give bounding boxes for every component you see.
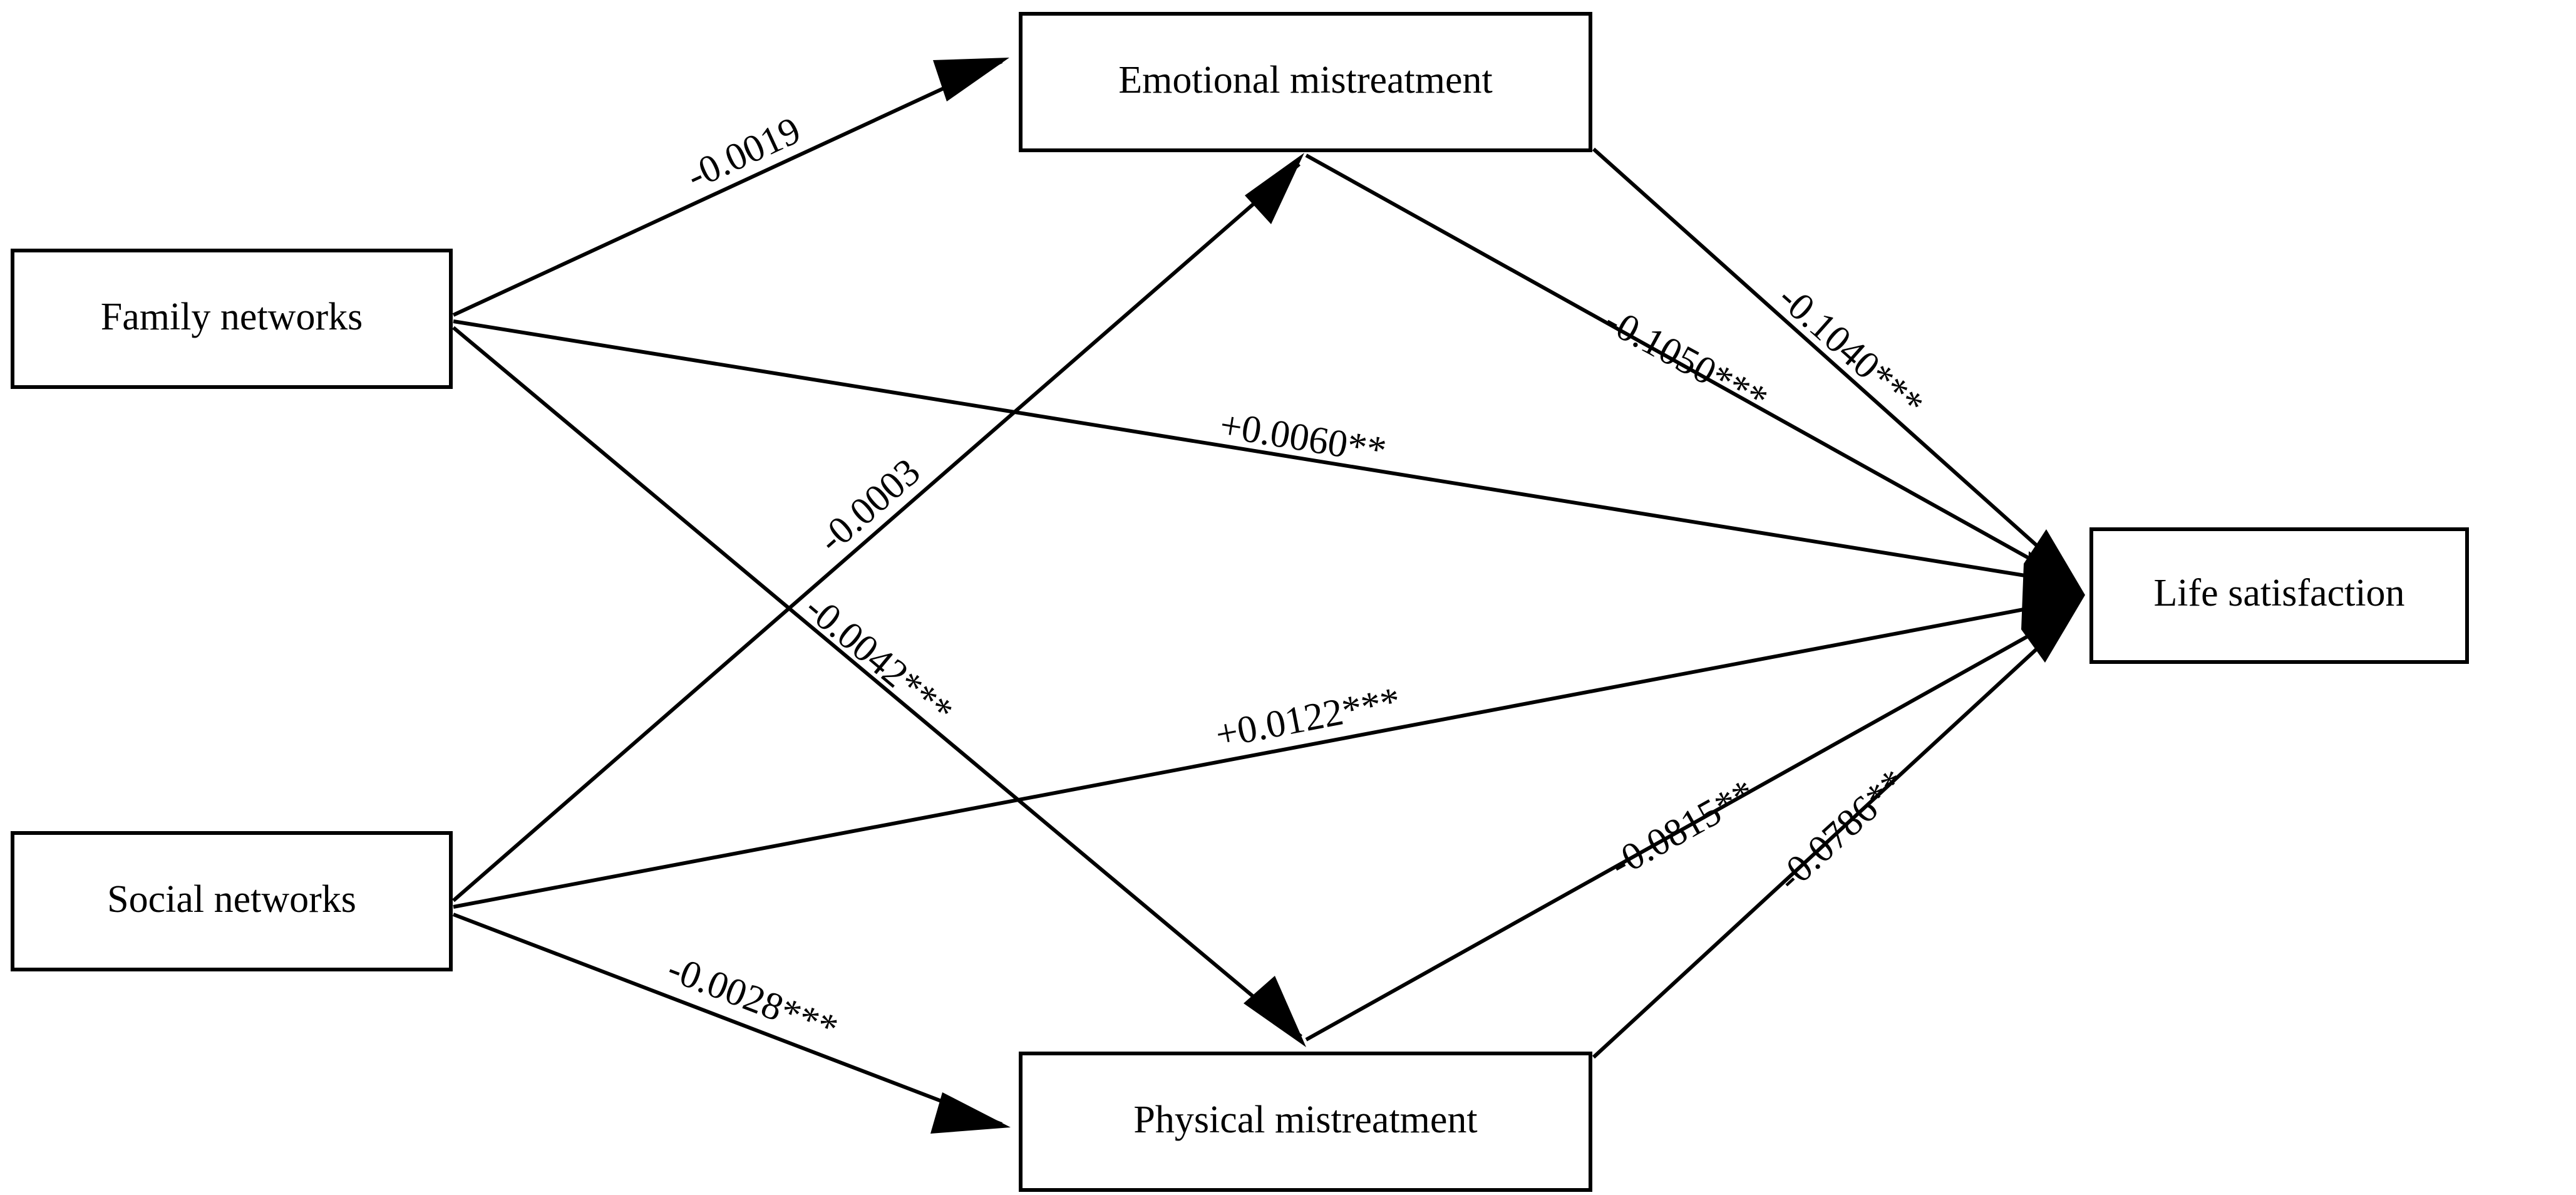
edge-label-emo-to-life: -0.1040*** (1770, 276, 1932, 427)
life-satisfaction-arrowhead-cluster (2021, 529, 2085, 663)
edge-line (1592, 147, 2063, 569)
edge-label-emopath-to-life: -0.1050*** (1598, 299, 1775, 422)
edge-label-fam-to-life: +0.0060** (1217, 403, 1389, 472)
edge-soc-to-life[interactable] (453, 601, 2061, 909)
node-layer: Family networks Social networks Emotiona… (11, 12, 2469, 1192)
edge-line (452, 162, 1301, 903)
arrowhead-icon (1245, 153, 1304, 224)
edge-fam-to-emo[interactable] (452, 58, 1009, 317)
node-box (2089, 527, 2469, 664)
node-physical-mistreatment[interactable]: Physical mistreatment (1019, 1052, 1592, 1192)
edge-fam-to-life[interactable] (453, 319, 2061, 583)
edge-line (1305, 616, 2063, 1042)
node-label: Physical mistreatment (1133, 1099, 1477, 1141)
node-family-networks[interactable]: Family networks (11, 249, 453, 389)
edge-label-fam-to-phy: -0.0042*** (797, 586, 961, 733)
node-box (1019, 12, 1592, 152)
node-label: Social networks (107, 878, 356, 921)
edge-label-phy-to-life-a: -0.0815** (1603, 772, 1762, 886)
edge-line (1305, 153, 2063, 578)
edge-label-layer: -0.0019 -0.0003 +0.0060** -0.0042*** +0.… (662, 109, 1931, 1050)
edge-line (1592, 624, 2063, 1059)
arrowhead-icon (933, 58, 1009, 101)
node-emotional-mistreatment[interactable]: Emotional mistreatment (1019, 12, 1592, 152)
edge-label-soc-to-emo: -0.0003 (810, 450, 929, 561)
node-social-networks[interactable]: Social networks (11, 831, 453, 971)
edge-label-fam-to-emo: -0.0019 (681, 109, 807, 198)
node-label: Family networks (101, 296, 363, 338)
edge-label-phy-to-life-b: -0.0786** (1769, 761, 1915, 899)
edge-emo-to-life[interactable] (1592, 147, 2063, 569)
node-label: Life satisfaction (2153, 572, 2404, 614)
edge-line (452, 913, 1003, 1126)
edge-layer (452, 58, 2085, 1134)
node-box (1019, 1052, 1592, 1192)
edge-line (452, 59, 1003, 317)
edge-phy-to-life-b[interactable] (1592, 624, 2063, 1059)
edge-soc-to-emo[interactable] (452, 153, 1304, 903)
edge-phy-to-life-a[interactable] (1305, 616, 2063, 1042)
edge-fam-to-phy[interactable] (452, 326, 1306, 1047)
node-box (11, 831, 453, 971)
node-box (11, 249, 453, 389)
edge-soc-to-phy[interactable] (452, 913, 1011, 1134)
edge-line (452, 326, 1302, 1038)
node-life-satisfaction[interactable]: Life satisfaction (2089, 527, 2469, 664)
arrowhead-icon (2026, 551, 2085, 639)
edge-line (453, 319, 2061, 583)
arrowhead-icon (1244, 976, 1306, 1047)
arrowhead-icon (930, 1092, 1011, 1134)
edge-emopath-to-life[interactable] (1305, 153, 2063, 578)
edge-line (453, 601, 2061, 909)
edge-label-soc-to-phy: -0.0028*** (662, 947, 843, 1050)
node-label: Emotional mistreatment (1118, 59, 1492, 101)
